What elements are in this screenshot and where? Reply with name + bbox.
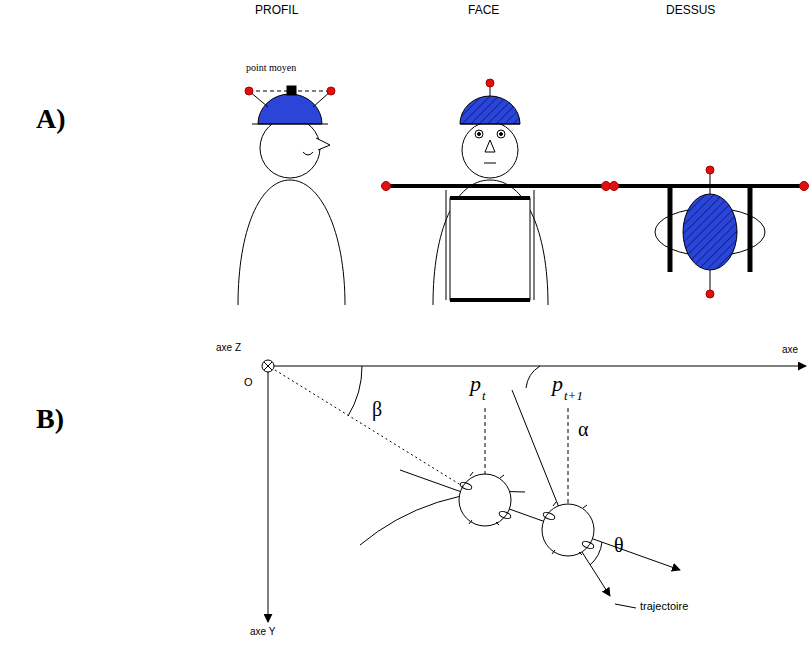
axis-label: axe Y <box>250 626 275 637</box>
position-subscript: t <box>482 389 486 403</box>
origin-label: O <box>244 376 253 388</box>
trajectory-label: trajectoire <box>640 600 688 612</box>
person-top-pt <box>459 472 512 526</box>
position-symbol: p <box>470 372 481 396</box>
face-figure <box>382 79 611 305</box>
person-top-pt1 <box>542 502 595 556</box>
view-title: PROFIL <box>255 4 298 17</box>
panel-letter: A) <box>36 104 66 135</box>
angle-label: β <box>372 398 382 420</box>
view-title: DESSUS <box>666 4 715 17</box>
angle-label: θ <box>614 534 624 556</box>
view-title: FACE <box>468 4 499 17</box>
position-symbol: p <box>552 372 563 396</box>
point-label: point moyen <box>246 62 296 73</box>
angle-label: α <box>578 418 588 440</box>
top-view-figure <box>610 166 809 298</box>
axis-label: axe <box>782 344 798 355</box>
trajectory-schema <box>262 360 806 622</box>
panel-letter: B) <box>36 404 64 435</box>
profile-figure <box>238 86 345 305</box>
position-subscript: t+1 <box>564 389 583 403</box>
axis-label: axe Z <box>216 342 241 353</box>
